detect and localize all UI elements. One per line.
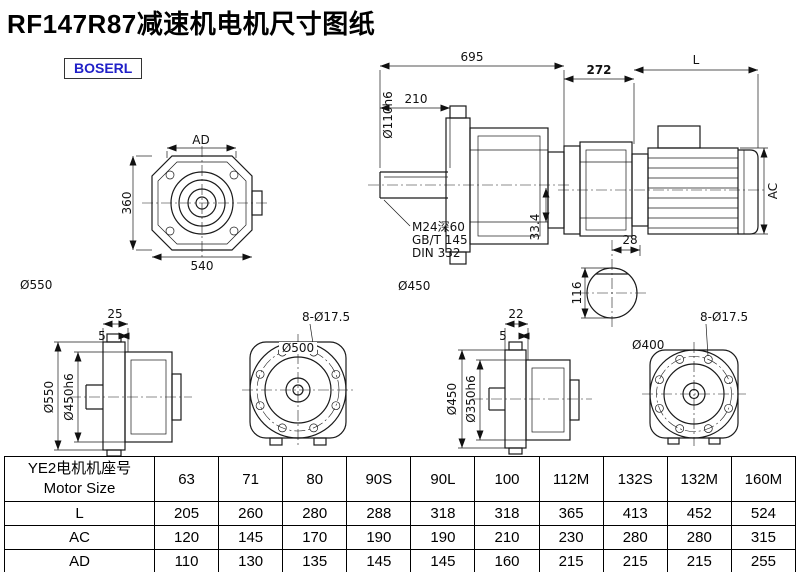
motor-size-table: YE2电机机座号 Motor Size 63 71 80 90S 90L 100… — [4, 456, 797, 572]
label-pilot-400: Ø400 — [632, 338, 664, 352]
row-label-L: L — [4, 501, 155, 526]
size-col-8: 132M — [666, 456, 732, 502]
cell-L-5: 318 — [474, 501, 540, 526]
size-col-3: 90S — [346, 456, 412, 502]
size-col-0: 63 — [153, 456, 220, 502]
dim-540: 540 — [191, 259, 214, 273]
cell-L-8: 452 — [666, 501, 732, 526]
cell-AC-1: 145 — [218, 525, 284, 550]
dim-ad: AD — [192, 133, 209, 147]
cell-AD-4: 145 — [410, 549, 476, 572]
cell-AC-7: 280 — [602, 525, 668, 550]
size-col-7: 132S — [602, 456, 668, 502]
size-col-4: 90L — [410, 456, 476, 502]
dim-272: 272 — [586, 63, 611, 77]
cell-AD-8: 215 — [666, 549, 732, 572]
cell-AC-0: 120 — [153, 525, 220, 550]
cell-AD-6: 215 — [538, 549, 604, 572]
label-bolt-holes-a: 8-Ø17.5 — [302, 310, 350, 324]
cell-AD-2: 135 — [282, 549, 348, 572]
label-bolt-holes-b: 8-Ø17.5 — [700, 310, 748, 324]
dim-28: 28 — [622, 233, 637, 247]
label-flange-dia-550: Ø550 — [20, 278, 52, 292]
cell-L-3: 288 — [346, 501, 412, 526]
cell-AD-1: 130 — [218, 549, 284, 572]
table-row-AC: AC 120 145 170 190 190 210 230 280 280 3… — [4, 525, 797, 550]
cell-AC-5: 210 — [474, 525, 540, 550]
view-side-reducer: 695 210 Ø110h6 M24深60 GB/T 145 DIN 332 3… — [368, 50, 572, 293]
size-col-9: 160M — [730, 456, 797, 502]
cell-AC-3: 190 — [346, 525, 412, 550]
row-label-AD: AD — [4, 549, 155, 572]
label-pilot-500: Ø500 — [282, 341, 314, 355]
size-col-5: 100 — [474, 456, 540, 502]
page-title: RF147R87减速机电机尺寸图纸 — [7, 9, 376, 39]
dim-ac: AC — [766, 183, 780, 199]
label-tap: M24深60 — [412, 220, 465, 234]
dim-22: 22 — [508, 307, 523, 321]
cell-AD-3: 145 — [346, 549, 412, 572]
brand-logo: BOSERL — [64, 58, 143, 79]
view-front-flange-400: 8-Ø17.5 Ø400 — [632, 310, 748, 446]
cell-AC-9: 315 — [730, 525, 797, 550]
view-front-flange-500: 8-Ø17.5 Ø500 — [242, 310, 354, 446]
cell-L-9: 524 — [730, 501, 797, 526]
cell-L-6: 365 — [538, 501, 604, 526]
cell-L-7: 413 — [602, 501, 668, 526]
dim-spigot-450h6: Ø450h6 — [62, 373, 76, 421]
dim-flange-550: Ø550 — [42, 381, 56, 413]
dim-shaft-dia: Ø110h6 — [381, 91, 395, 139]
dim-360: 360 — [120, 192, 134, 215]
cell-AC-2: 170 — [282, 525, 348, 550]
row-label-AC: AC — [4, 525, 155, 550]
view-side-flange-550: 25 5 Ø550 Ø450h6 — [42, 307, 192, 457]
size-col-6: 112M — [538, 456, 604, 502]
cell-AD-5: 160 — [474, 549, 540, 572]
view-side-flange-450: 22 5 Ø450 Ø350h6 — [445, 307, 592, 455]
table-row-AD: AD 110 130 135 145 145 160 215 215 215 2… — [4, 549, 797, 572]
header-en: Motor Size — [43, 480, 116, 497]
size-col-2: 80 — [282, 456, 348, 502]
cell-AD-7: 215 — [602, 549, 668, 572]
cell-L-2: 280 — [282, 501, 348, 526]
dim-spigot-350h6: Ø350h6 — [464, 375, 478, 423]
dim-210: 210 — [405, 92, 428, 106]
technical-drawing: AD 360 540 Ø550 — [20, 50, 780, 457]
table-header-row: YE2电机机座号 Motor Size 63 71 80 90S 90L 100… — [4, 456, 797, 502]
dim-5b: 5 — [499, 329, 507, 343]
dim-33-4: 33.4 — [528, 214, 542, 241]
label-tap-std1: GB/T 145 — [412, 233, 468, 247]
label-flange-dia-450: Ø450 — [398, 279, 430, 293]
cell-AC-4: 190 — [410, 525, 476, 550]
header-motor-size-cell: YE2电机机座号 Motor Size — [4, 456, 155, 502]
cell-L-0: 205 — [153, 501, 220, 526]
cell-L-1: 260 — [218, 501, 284, 526]
label-tap-std2: DIN 332 — [412, 246, 460, 260]
dim-25: 25 — [107, 307, 122, 321]
table-row-L: L 205 260 280 288 318 318 365 413 452 52… — [4, 501, 797, 526]
view-motor-assembly: 272 L AC 28 116 — [558, 53, 780, 330]
view-front-flange: AD 360 540 Ø550 — [20, 133, 270, 292]
dim-116: 116 — [570, 282, 584, 305]
cell-AD-0: 110 — [153, 549, 220, 572]
dim-5a: 5 — [98, 329, 106, 343]
dim-flange-450: Ø450 — [445, 383, 459, 415]
dim-L: L — [693, 53, 700, 67]
cell-AC-8: 280 — [666, 525, 732, 550]
size-col-1: 71 — [218, 456, 284, 502]
header-cn: YE2电机机座号 — [27, 460, 132, 477]
dim-695: 695 — [461, 50, 484, 64]
cell-L-4: 318 — [410, 501, 476, 526]
cell-AD-9: 255 — [730, 549, 797, 572]
cell-AC-6: 230 — [538, 525, 604, 550]
